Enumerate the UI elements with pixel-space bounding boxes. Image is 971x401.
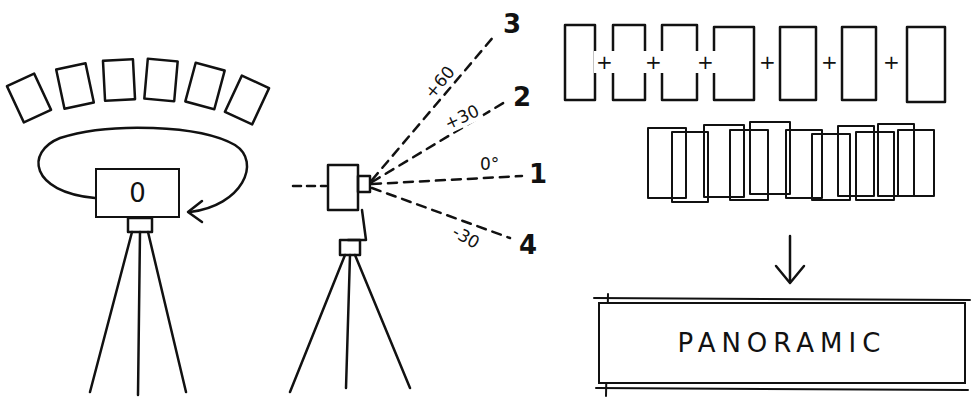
callout-number: 3	[501, 10, 523, 38]
plus-sign: +	[819, 51, 840, 73]
plus-sign: +	[695, 51, 716, 73]
box-text: PANORAMIC	[678, 330, 887, 356]
panoramic-box: PANORAMIC	[598, 302, 966, 384]
callout-number: 1	[527, 160, 549, 188]
callout-number: 2	[511, 83, 533, 111]
plus-sign: +	[643, 51, 664, 73]
side-camera	[290, 165, 410, 392]
overlapping-frames	[648, 122, 934, 202]
plus-sign: +	[881, 51, 902, 73]
frame-row	[565, 25, 945, 102]
plus-sign: +	[757, 51, 778, 73]
camera-body: 0	[95, 168, 180, 218]
angle-label: +30	[440, 100, 484, 134]
callout-number: 4	[517, 231, 539, 259]
tilt-lines	[372, 35, 522, 238]
left-tripod	[90, 218, 186, 395]
photo-arc	[7, 59, 269, 125]
rotation-arrowhead	[188, 201, 202, 222]
angle-label: 0°	[478, 155, 501, 174]
box-text: 0	[129, 180, 146, 206]
down-arrow	[776, 236, 804, 283]
plus-sign: +	[594, 51, 615, 73]
panoramic-sketch-lines	[594, 294, 970, 396]
